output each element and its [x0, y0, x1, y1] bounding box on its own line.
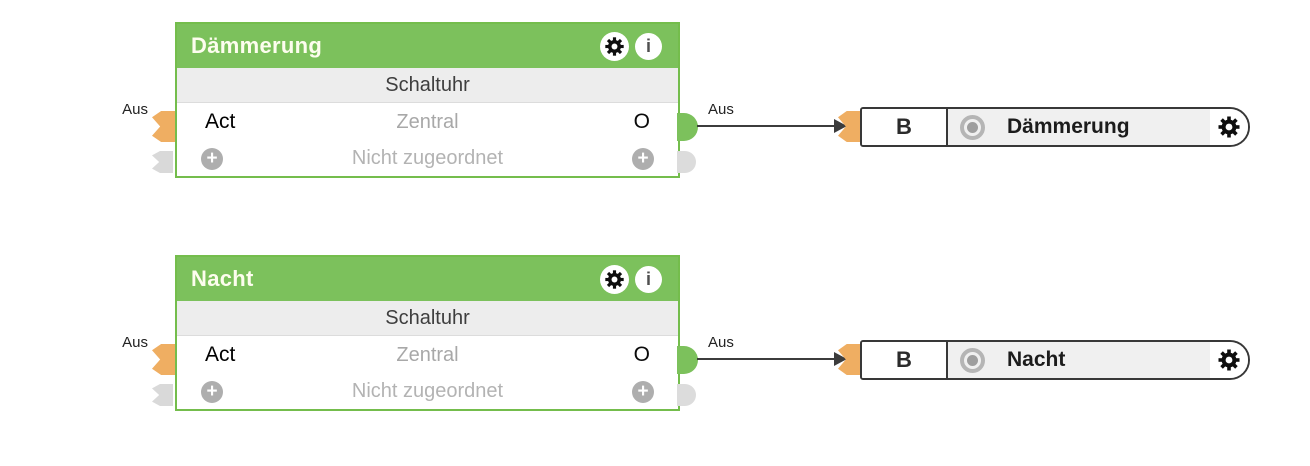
sink-type-badge: B	[862, 109, 948, 145]
function-block[interactable]: Dämmerung	[175, 22, 680, 178]
input-port-label: Act	[205, 343, 236, 366]
connection-wire[interactable]	[697, 358, 836, 360]
target-icon	[960, 347, 985, 373]
gear-icon[interactable]	[600, 264, 629, 294]
gear-glyph	[605, 269, 624, 289]
sink-body: Nacht	[948, 342, 1248, 378]
info-glyph: i	[645, 268, 651, 289]
block-type-row: Schaltuhr	[177, 301, 678, 336]
plus-icon[interactable]: +	[201, 380, 223, 403]
block-assign-row: + Nicht zugeordnet +	[177, 374, 678, 409]
output-value-label: Aus	[708, 334, 734, 351]
output-port-label: O	[633, 343, 650, 366]
function-block[interactable]: Nacht	[175, 255, 680, 411]
plus-icon[interactable]: +	[632, 147, 654, 170]
block-type-label: Schaltuhr	[385, 306, 470, 329]
output-connector-unassigned[interactable]	[677, 151, 696, 173]
logic-row-daemmerung: Aus Dämmerung	[122, 22, 1250, 178]
connection-wire[interactable]	[697, 125, 836, 127]
input-connector[interactable]	[152, 344, 176, 375]
sink-type-badge: B	[862, 342, 948, 378]
input-connector-unassigned[interactable]	[152, 151, 173, 173]
plus-icon[interactable]: +	[632, 380, 654, 403]
block-title: Nacht	[191, 266, 254, 291]
block-title: Dämmerung	[191, 33, 323, 58]
output-connector[interactable]	[677, 113, 698, 141]
info-icon[interactable]: i	[635, 32, 662, 60]
sink-name: Dämmerung	[1007, 115, 1130, 138]
info-glyph: i	[645, 35, 651, 56]
input-connector-unassigned[interactable]	[152, 384, 173, 406]
info-icon[interactable]: i	[635, 265, 662, 293]
input-connector[interactable]	[152, 111, 176, 142]
sink-input-connector[interactable]	[838, 344, 861, 375]
output-port-label: O	[633, 110, 650, 133]
target-icon	[960, 114, 985, 140]
center-mode-label: Zentral	[396, 110, 459, 133]
block-assign-row: + Nicht zugeordnet +	[177, 141, 678, 176]
input-value-label: Aus	[122, 334, 148, 351]
sink-gear-icon[interactable]	[1210, 109, 1248, 145]
block-header: Dämmerung	[177, 24, 678, 68]
output-connector-unassigned[interactable]	[677, 384, 696, 406]
output-element[interactable]: B Dämmerung	[860, 107, 1250, 147]
logic-row-nacht: Aus Nacht	[0, 233, 1310, 466]
sink-body: Dämmerung	[948, 109, 1248, 145]
gear-glyph	[1218, 349, 1240, 371]
gear-glyph	[1218, 116, 1240, 138]
block-type-label: Schaltuhr	[385, 73, 470, 96]
block-header: Nacht	[177, 257, 678, 301]
sink-name: Nacht	[1007, 348, 1066, 371]
gear-glyph	[605, 36, 624, 56]
block-io-row: Act Zentral O	[177, 336, 678, 374]
output-connector[interactable]	[677, 346, 698, 374]
center-mode-label: Zentral	[396, 343, 459, 366]
output-value-label: Aus	[708, 101, 734, 118]
sink-gear-icon[interactable]	[1210, 342, 1248, 378]
output-element[interactable]: B Nacht	[860, 340, 1250, 380]
plus-icon[interactable]: +	[201, 147, 223, 170]
gear-icon[interactable]	[600, 31, 629, 61]
unassigned-label: Nicht zugeordnet	[351, 147, 504, 169]
unassigned-label: Nicht zugeordnet	[351, 380, 504, 402]
input-value-label: Aus	[122, 101, 148, 118]
block-io-row: Act Zentral O	[177, 103, 678, 141]
input-port-label: Act	[205, 110, 236, 133]
sink-input-connector[interactable]	[838, 111, 861, 142]
block-type-row: Schaltuhr	[177, 68, 678, 103]
